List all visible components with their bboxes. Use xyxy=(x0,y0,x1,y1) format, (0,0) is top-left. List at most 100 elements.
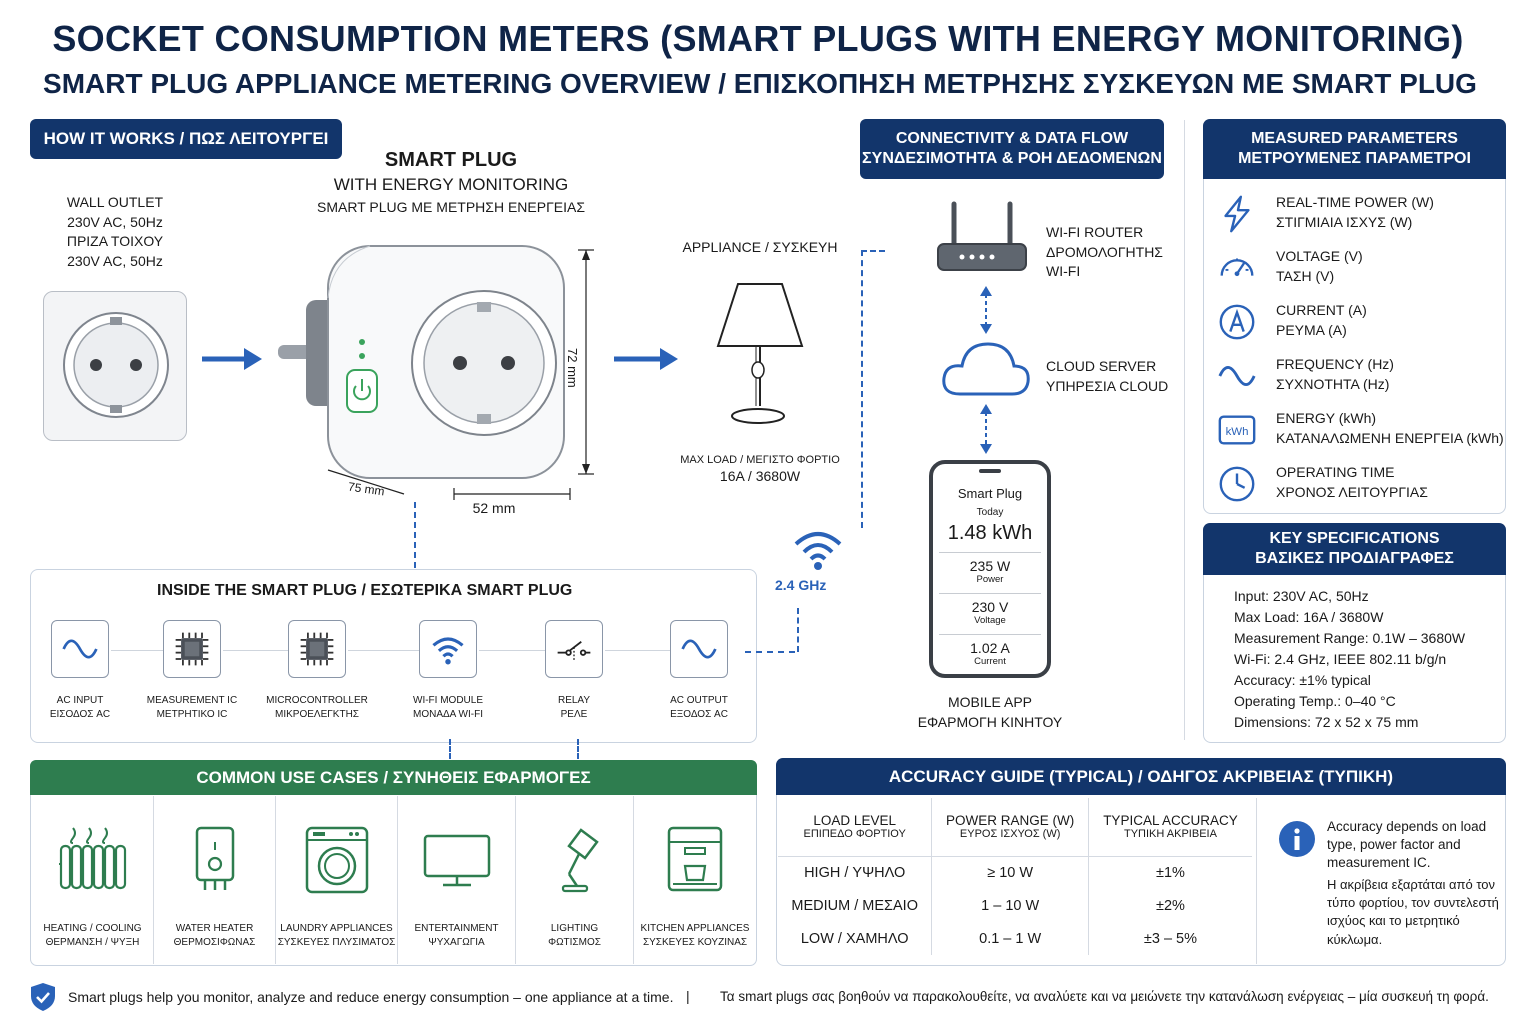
measured-item-en: FREQUENCY (Hz) xyxy=(1276,356,1394,372)
accuracy-table: LOAD LEVEL ΕΠΙΠΕΔΟ ΦΟΡΤΙΟΥ POWER RANGE (… xyxy=(778,798,1252,955)
router-icon xyxy=(937,201,1027,271)
inside-block-label-gr: ΕΞΟΔΟΣ AC xyxy=(670,708,728,720)
accuracy-note-gr: Η ακρίβεια εξαρτάται από τον τύπο φορτίο… xyxy=(1327,877,1499,947)
washing-machine-icon xyxy=(305,826,368,894)
inside-block-label-gr: ΜΙΚΡΟΕΛΕΓΚΤΗΣ xyxy=(275,708,359,720)
accuracy-header: ACCURACY GUIDE (TYPICAL) / ΟΔΗΓΟΣ ΑΚΡΙΒΕ… xyxy=(776,758,1506,795)
connector-line xyxy=(449,739,451,759)
bidirectional-arrow-icon xyxy=(980,286,992,334)
inside-block-label: WI-FI MODULE xyxy=(413,695,483,706)
use-case-item: HEATING / COOLING ΘΕΡΜΑΝΣΗ / ΨΥΞΗ xyxy=(32,796,154,964)
cloud-label: CLOUD SERVER ΥΠΗΡΕΣΙΑ CLOUD xyxy=(1046,358,1169,394)
accuracy-cell: ≥ 10 W xyxy=(931,856,1089,889)
water-heater-icon xyxy=(195,826,234,890)
inside-block: MICROCONTROLLER ΜΙΚΡΟΕΛΕΓΚΤΗΣ xyxy=(258,620,376,721)
sine-wave-icon xyxy=(681,639,717,659)
inside-block-label: RELAY xyxy=(557,695,591,706)
spec-item: Dimensions: 72 x 52 x 75 mm xyxy=(1234,714,1419,730)
app-period: Today xyxy=(976,507,1004,518)
accuracy-cell: ±3 – 5% xyxy=(1143,930,1198,947)
specs-header: KEY SPECIFICATIONS ΒΑΣΙΚΕΣ ΠΡΟΔΙΑΓΡΑΦΕΣ xyxy=(1203,523,1506,575)
lightning-icon xyxy=(1224,195,1250,233)
inside-block-label: AC INPUT xyxy=(56,695,104,706)
connector-line xyxy=(797,608,799,652)
connector-line xyxy=(414,502,416,568)
inside-block: RELAY ΡΕΛΕ xyxy=(515,620,633,721)
cloud-icon xyxy=(942,342,1030,396)
connector-line xyxy=(577,739,579,759)
measured-item-gr: ΚΑΤΑΝΑΛΩΜΕΝΗ ΕΝΕΡΓΕΙΑ (kWh) xyxy=(1276,430,1504,446)
measured-item-gr: ΡΕΥΜΑ (A) xyxy=(1276,322,1347,338)
spec-item: Wi-Fi: 2.4 GHz, IEEE 802.11 b/g/n xyxy=(1234,651,1447,667)
relay-icon xyxy=(557,641,591,660)
chip-icon xyxy=(175,632,209,666)
use-cases-header: COMMON USE CASES / ΣΥΝΗΘΕΙΣ ΕΦΑΡΜΟΓΕΣ xyxy=(30,760,757,795)
inside-block-label-gr: ΕΙΣΟΔΟΣ AC xyxy=(49,708,111,720)
desk-lamp-icon xyxy=(561,828,599,893)
measured-item: kWh ENERGY (kWh) ΚΑΤΑΝΑΛΩΜΕΝΗ ΕΝΕΡΓΕΙΑ (… xyxy=(1216,408,1504,458)
use-case-item: LIGHTING ΦΩΤΙΣΜΟΣ xyxy=(516,796,634,964)
spec-item: Accuracy: ±1% typical xyxy=(1234,672,1371,688)
spec-item: Operating Temp.: 0–40 °C xyxy=(1234,693,1396,709)
accuracy-cell: MEDIUM / ΜΕΣΑΙΟ xyxy=(778,889,933,922)
measured-item-gr: ΤΑΣΗ (V) xyxy=(1276,268,1335,284)
accuracy-column-header: POWER RANGE (W) ΕΥΡΟΣ ΙΣΧΥΟΣ (W) xyxy=(931,798,1089,857)
measured-item: REAL-TIME POWER (W) ΣΤΙΓΜΙΑΙΑ ΙΣΧΥΣ (W) xyxy=(1216,192,1504,242)
accuracy-cell: 1 – 10 W xyxy=(931,889,1089,922)
app-name: Smart Plug xyxy=(957,486,1023,501)
inside-block: MEASUREMENT IC ΜΕΤΡΗΤΙΚΟ IC xyxy=(133,620,251,721)
sine-wave-icon xyxy=(1218,366,1256,386)
mobile-app-caption: MOBILE APP ΕΦΑΡΜΟΓΗ ΚΙΝΗΤΟΥ xyxy=(917,694,1063,730)
inside-block-label: AC OUTPUT xyxy=(670,695,728,706)
use-case-label: ENTERTAINMENT xyxy=(414,923,499,934)
use-case-label: LAUNDRY APPLIANCES xyxy=(280,923,393,934)
page-subtitle: SMART PLUG APPLIANCE METERING OVERVIEW /… xyxy=(43,68,1477,99)
connectivity-header: CONNECTIVITY & DATA FLOW ΣΥΝΔΕΣΙΜΟΤΗΤΑ &… xyxy=(860,119,1164,179)
app-current: 1.02 A Current xyxy=(970,640,1010,667)
use-case-label: KITCHEN APPLIANCES xyxy=(640,923,750,934)
use-case-label-gr: ΦΩΤΙΣΜΟΣ xyxy=(548,937,601,948)
app-voltage: 230 V Voltage xyxy=(971,599,1009,626)
spec-item: Input: 230V AC, 50Hz xyxy=(1234,588,1369,604)
flow-arrow xyxy=(605,650,670,651)
use-case-label-gr: ΣΥΣΚΕΥΕΣ ΚΟΥΖΙΝΑΣ xyxy=(642,937,748,948)
gauge-icon xyxy=(1220,258,1254,277)
use-case-item: ENTERTAINMENT ΨΥΧΑΓΩΓΙΑ xyxy=(398,796,516,964)
app-energy-value: 1.48 kWh xyxy=(947,522,1033,544)
inside-block: AC OUTPUT ΕΞΟΔΟΣ AC xyxy=(640,620,758,721)
appliance-label: APPLIANCE / ΣΥΣΚΕΥΗ xyxy=(682,239,838,255)
arrow-right-icon xyxy=(614,348,678,370)
measured-item-en: VOLTAGE (V) xyxy=(1276,248,1363,264)
measured-list: REAL-TIME POWER (W) ΣΤΙΓΜΙΑΙΑ ΙΣΧΥΣ (W) … xyxy=(1216,192,1504,512)
measured-item-en: REAL-TIME POWER (W) xyxy=(1276,194,1434,210)
footer-en: Smart plugs help you monitor, analyze an… xyxy=(68,989,674,1005)
inside-block: WI-FI MODULE ΜΟΝΑΔΑ WI-FI xyxy=(389,620,507,721)
accuracy-cell: LOW / ΧΑΜΗΛΟ xyxy=(778,922,933,955)
connector-line xyxy=(861,250,885,252)
phone-speaker xyxy=(979,469,1001,473)
smart-plug-image xyxy=(278,245,594,500)
use-case-item: KITCHEN APPLIANCES ΣΥΣΚΕΥΕΣ ΚΟΥΖΙΝΑΣ xyxy=(634,796,756,964)
height-dimension: 72 mm xyxy=(565,348,580,388)
connector-line xyxy=(861,250,863,528)
chip-icon xyxy=(300,632,334,666)
use-case-label-gr: ΘΕΡΜΟΣΙΦΩΝΑΣ xyxy=(173,937,256,948)
measured-item-en: OPERATING TIME xyxy=(1276,464,1395,480)
use-case-label-gr: ΨΥΧΑΓΩΓΙΑ xyxy=(428,937,485,948)
radiator-icon xyxy=(58,827,126,890)
lamp-icon xyxy=(716,283,804,424)
sine-wave-icon xyxy=(62,639,98,659)
measured-header: MEASURED PARAMETERS ΜΕΤΡΟΥΜΕΝΕΣ ΠΑΡΑΜΕΤΡ… xyxy=(1203,119,1506,179)
accuracy-note-en: Accuracy depends on load type, power fac… xyxy=(1327,819,1487,871)
accuracy-row: HIGH / ΥΨΗΛΟ≥ 10 W±1% xyxy=(778,856,1252,889)
inside-panel xyxy=(30,569,757,743)
footer-separator: | xyxy=(686,988,690,1004)
measured-item: OPERATING TIME ΧΡΟΝΟΣ ΛΕΙΤΟΥΡΓΙΑΣ xyxy=(1216,462,1504,512)
arrow-right-icon xyxy=(202,348,262,370)
wall-outlet-label: WALL OUTLET 230V AC, 50Hz ΠΡΙΖΑ ΤΟΙΧΟΥ 2… xyxy=(66,194,164,269)
inside-block-label-gr: ΜΟΝΑΔΑ WI-FI xyxy=(412,708,483,720)
accuracy-column-header: LOAD LEVEL ΕΠΙΠΕΔΟ ΦΟΡΤΙΟΥ xyxy=(778,798,933,857)
use-case-label: LIGHTING xyxy=(550,923,599,934)
